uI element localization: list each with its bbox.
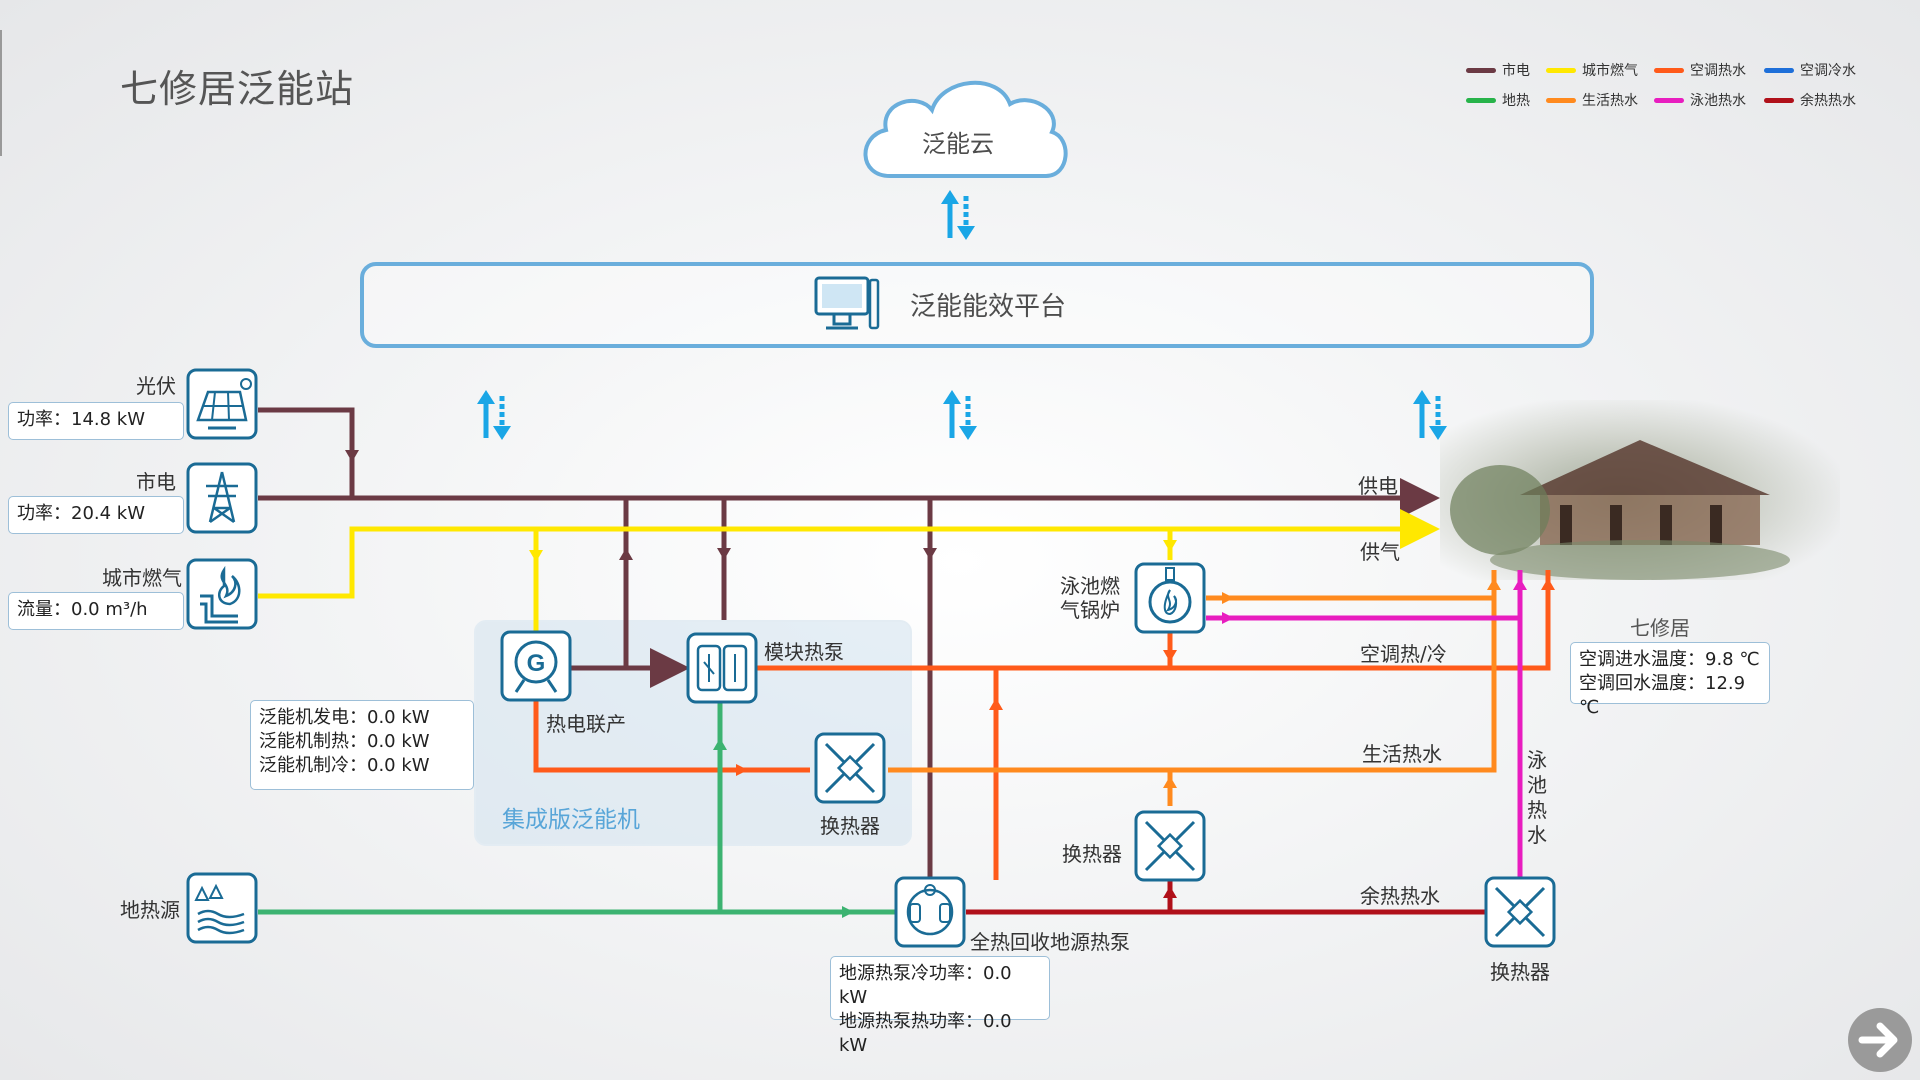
platform-label: 泛能能效平台 <box>910 292 1067 322</box>
cloud-shape <box>863 80 1068 178</box>
legend-swatch <box>1466 97 1496 103</box>
legend-label: 城市燃气 <box>1582 63 1638 79</box>
legend-swatch <box>1764 67 1794 73</box>
sync-arrows-icon <box>477 390 511 440</box>
legend-item: 泳池热水 <box>1654 90 1746 110</box>
efficiency-platform-panel[interactable]: 泛能能效平台 <box>360 262 1594 348</box>
ground-heat-pump-label: 全热回收地源热泵 <box>970 930 1130 954</box>
gas-label: 城市燃气 <box>102 566 182 590</box>
ground-heat-pump-stats: 地源热泵冷功率：0.0 kW 地源热泵热功率：0.0 kW <box>830 956 1050 1056</box>
geothermal-lines <box>258 700 896 915</box>
solar-panel-icon <box>186 368 258 440</box>
grid-label: 市电 <box>136 470 176 494</box>
legend-label: 市电 <box>1502 63 1530 79</box>
left-edge-bar <box>0 30 2 156</box>
heat-exchanger-label: 换热器 <box>1062 842 1122 866</box>
geothermal-icon <box>186 872 258 944</box>
ghp-stat-line: 地源热泵冷功率：0.0 kW <box>839 963 1012 1008</box>
legend-item: 空调冷水 <box>1764 60 1856 80</box>
heat-exchanger-label: 换热器 <box>1490 960 1550 984</box>
module-label: 集成版泛能机 <box>502 807 640 833</box>
legend-item: 空调热水 <box>1654 60 1746 80</box>
building-stat-line: 空调进水温度：9.8 ℃ <box>1579 649 1760 670</box>
legend-label: 余热热水 <box>1800 93 1856 109</box>
heat-exchanger-icon <box>814 732 886 804</box>
building-stat-line: 空调回水温度：12.9 ℃ <box>1579 673 1746 718</box>
machine-stats: 泛能机发电：0.0 kW 泛能机制热：0.0 kW 泛能机制冷：0.0 kW <box>250 700 474 790</box>
legend-swatch <box>1546 97 1576 103</box>
legend-label: 空调热水 <box>1690 63 1746 79</box>
heat-pump-module-icon <box>686 632 758 704</box>
sync-arrows-icon <box>941 190 975 240</box>
pv-label: 光伏 <box>136 374 176 398</box>
next-page-button[interactable] <box>1848 1008 1912 1072</box>
gas-lines <box>258 509 1440 640</box>
page-title: 七修居泛能站 <box>120 67 355 111</box>
pool-water-lines <box>1206 570 1523 880</box>
geo-source-label: 地热源 <box>120 898 180 922</box>
chp-label: 热电联产 <box>546 712 626 736</box>
legend-swatch <box>1466 67 1496 73</box>
power-lines <box>258 407 1440 880</box>
legend-item: 余热热水 <box>1764 90 1856 110</box>
transmission-tower-icon <box>186 462 258 534</box>
module-heat-pump-label: 模块热泵 <box>764 640 844 664</box>
arrow-right-icon <box>1858 1022 1898 1058</box>
building-name: 七修居 <box>1630 616 1690 640</box>
waste-heat-line-label: 余热热水 <box>1360 884 1440 908</box>
heat-exchanger-label: 换热器 <box>820 814 880 838</box>
ground-source-heat-pump-icon <box>894 876 966 948</box>
sync-arrows-icon <box>943 390 977 440</box>
legend-item: 市电 <box>1466 60 1530 80</box>
legend-item: 城市燃气 <box>1546 60 1638 80</box>
machine-stat-line: 泛能机发电：0.0 kW <box>259 707 430 728</box>
legend-swatch <box>1764 97 1794 103</box>
ac-line-label: 空调热/冷 <box>1360 642 1447 666</box>
legend-label: 地热 <box>1502 93 1530 109</box>
legend-swatch <box>1546 67 1576 73</box>
pv-reading: 功率：14.8 kW <box>8 402 184 440</box>
boiler-label: 泳池燃 气锅炉 <box>1060 574 1120 622</box>
legend-swatch <box>1654 67 1684 73</box>
building-illustration <box>1450 440 1790 580</box>
computer-icon <box>814 276 880 330</box>
legend-label: 生活热水 <box>1582 93 1638 109</box>
generator-icon: G <box>500 630 572 702</box>
building-image <box>1440 400 1840 580</box>
cloud-label: 泛能云 <box>922 130 994 158</box>
legend-label: 泳池热水 <box>1690 93 1746 109</box>
legend-swatch <box>1654 97 1684 103</box>
legend-item: 地热 <box>1466 90 1530 110</box>
legend: 市电 城市燃气 空调热水 空调冷水 地热 生活热水 泳池热水 余热热水 <box>1466 60 1886 110</box>
power-supply-label: 供电 <box>1358 474 1398 498</box>
gas-flame-icon <box>186 558 258 630</box>
dhw-line-label: 生活热水 <box>1362 742 1442 766</box>
flow-arrowheads <box>345 450 1555 918</box>
ghp-stat-line: 地源热泵热功率：0.0 kW <box>839 1011 1012 1056</box>
legend-item: 生活热水 <box>1546 90 1638 110</box>
heat-exchanger-icon <box>1134 810 1206 882</box>
machine-stat-line: 泛能机制热：0.0 kW <box>259 731 430 752</box>
machine-stat-line: 泛能机制冷：0.0 kW <box>259 755 430 776</box>
sync-arrows-icon <box>1413 390 1447 440</box>
gas-supply-label: 供气 <box>1360 540 1400 564</box>
svg-text:G: G <box>527 650 546 677</box>
grid-reading: 功率：20.4 kW <box>8 496 184 534</box>
gas-reading: 流量：0.0 m³/h <box>8 592 184 630</box>
legend-label: 空调冷水 <box>1800 63 1856 79</box>
pool-water-line-label: 泳池热水 <box>1527 748 1547 847</box>
building-stats: 空调进水温度：9.8 ℃ 空调回水温度：12.9 ℃ <box>1570 642 1770 718</box>
gas-boiler-icon <box>1134 562 1206 634</box>
heat-exchanger-icon <box>1484 876 1556 948</box>
